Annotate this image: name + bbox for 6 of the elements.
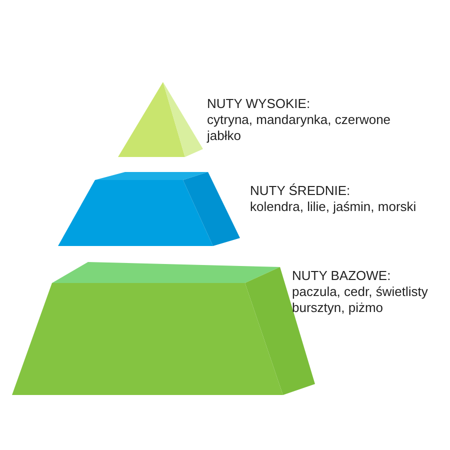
tier-heading: NUTY WYSOKIE: [207,96,312,112]
tier-heading: NUTY BAZOWE: [292,268,392,284]
tier-notes: paczula, cedr, świetlisty bursztyn, piżmo [292,284,429,316]
tier-notes: kolendra, lilie, jaśmin, morski [250,199,418,215]
tier-notes: cytryna, mandarynka, czerwone jabłko [207,112,392,144]
tier-heading: NUTY ŚREDNIE: [250,183,352,199]
